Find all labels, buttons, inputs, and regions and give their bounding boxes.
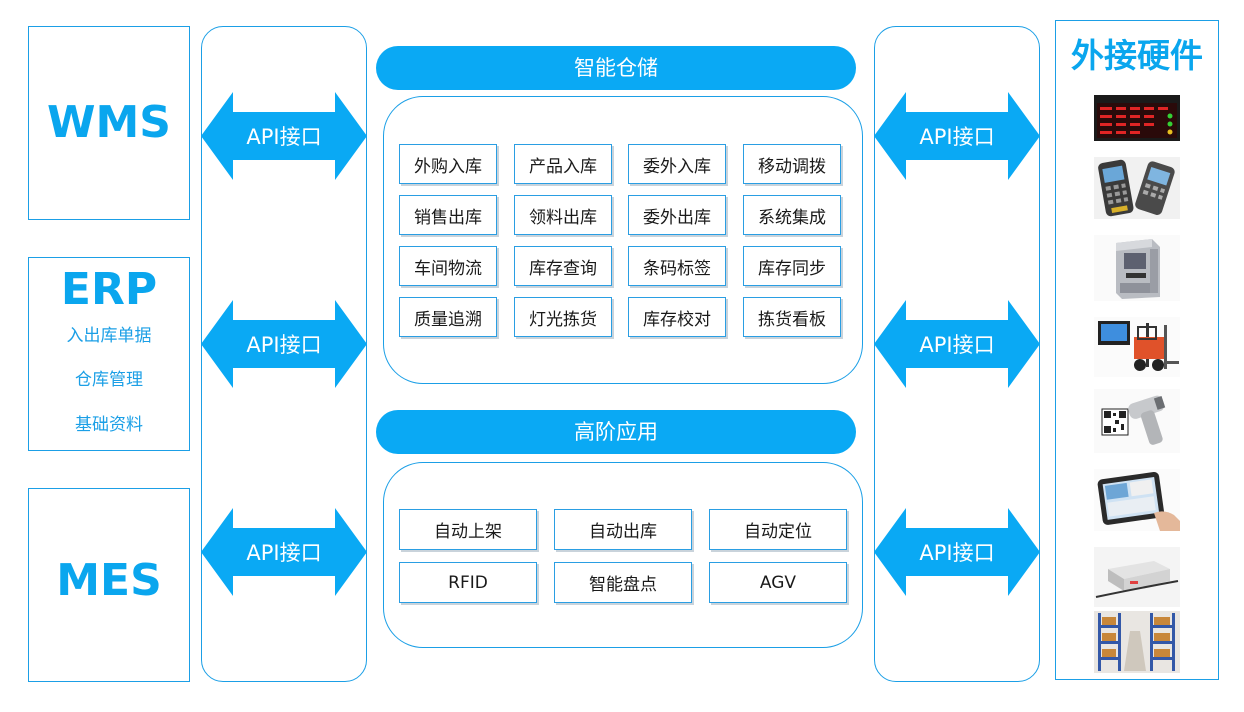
- erp-item: 仓库管理: [75, 370, 143, 390]
- warehouse-function-cell: 库存校对: [628, 297, 726, 337]
- advanced-function-cell: 自动上架: [399, 509, 537, 550]
- warehouse-function-cell: 条码标签: [628, 246, 726, 286]
- api-label: API接口: [246, 333, 322, 357]
- warehouse-function-cell: 领料出库: [514, 195, 612, 235]
- erp-box: ERP 入出库单据 仓库管理 基础资料: [28, 257, 190, 451]
- double-arrow-icon: [874, 92, 1040, 180]
- warehouse-function-cell: 车间物流: [399, 246, 497, 286]
- double-arrow-icon: [201, 508, 367, 596]
- hardware-box: 外接硬件: [1055, 20, 1219, 680]
- warehouse-function-cell: 委外入库: [628, 144, 726, 184]
- handheld-pda-scanner-icon: [1094, 157, 1180, 219]
- barcode-gun-scanner-icon: [1094, 389, 1180, 453]
- api-label: API接口: [919, 125, 995, 149]
- erp-title: ERP: [60, 264, 158, 315]
- double-arrow-icon: [874, 300, 1040, 388]
- advanced-function-cell: 自动定位: [709, 509, 847, 550]
- warehouse-function-cell: 拣货看板: [743, 297, 841, 337]
- warehouse-function-cell: 委外出库: [628, 195, 726, 235]
- api-arrow-left-1: API接口: [201, 92, 367, 180]
- warehouse-function-cell: 灯光拣货: [514, 297, 612, 337]
- erp-item: 基础资料: [75, 415, 143, 435]
- advanced-function-cell: RFID: [399, 562, 537, 603]
- advanced-panel: [383, 462, 863, 648]
- erp-item: 入出库单据: [66, 326, 152, 346]
- api-arrow-right-1: API接口: [874, 92, 1040, 180]
- forklift-terminal-icon: [1094, 317, 1180, 377]
- mes-title: MES: [56, 555, 162, 606]
- mes-box: MES: [28, 488, 190, 682]
- api-label: API接口: [246, 125, 322, 149]
- double-arrow-icon: [201, 92, 367, 180]
- api-label: API接口: [919, 541, 995, 565]
- hardware-title: 外接硬件: [1071, 36, 1203, 75]
- led-display-board-icon: [1094, 95, 1180, 141]
- agv-robot-icon: [1094, 547, 1180, 607]
- warehouse-function-cell: 外购入库: [399, 144, 497, 184]
- warehouse-function-cell: 库存查询: [514, 246, 612, 286]
- warehouse-function-cell: 销售出库: [399, 195, 497, 235]
- api-arrow-right-2: API接口: [874, 300, 1040, 388]
- advanced-function-cell: 自动出库: [554, 509, 692, 550]
- storage-shelf-rack-icon: [1094, 611, 1180, 673]
- tablet-terminal-icon: [1094, 469, 1180, 531]
- api-label: API接口: [246, 541, 322, 565]
- api-arrow-right-3: API接口: [874, 508, 1040, 596]
- warehouse-function-cell: 产品入库: [514, 144, 612, 184]
- api-arrow-left-3: API接口: [201, 508, 367, 596]
- warehouse-function-cell: 质量追溯: [399, 297, 497, 337]
- advanced-title: 高阶应用: [376, 410, 856, 454]
- wms-title: WMS: [46, 97, 171, 148]
- wms-box: WMS: [28, 26, 190, 220]
- warehouse-panel: [383, 96, 863, 384]
- warehouse-function-cell: 移动调拨: [743, 144, 841, 184]
- advanced-function-cell: 智能盘点: [554, 562, 692, 603]
- double-arrow-icon: [874, 508, 1040, 596]
- advanced-function-cell: AGV: [709, 562, 847, 603]
- warehouse-function-cell: 系统集成: [743, 195, 841, 235]
- api-arrow-left-2: API接口: [201, 300, 367, 388]
- warehouse-function-cell: 库存同步: [743, 246, 841, 286]
- api-label: API接口: [919, 333, 995, 357]
- barcode-label-printer-icon: [1094, 235, 1180, 301]
- double-arrow-icon: [201, 300, 367, 388]
- warehouse-title: 智能仓储: [376, 46, 856, 90]
